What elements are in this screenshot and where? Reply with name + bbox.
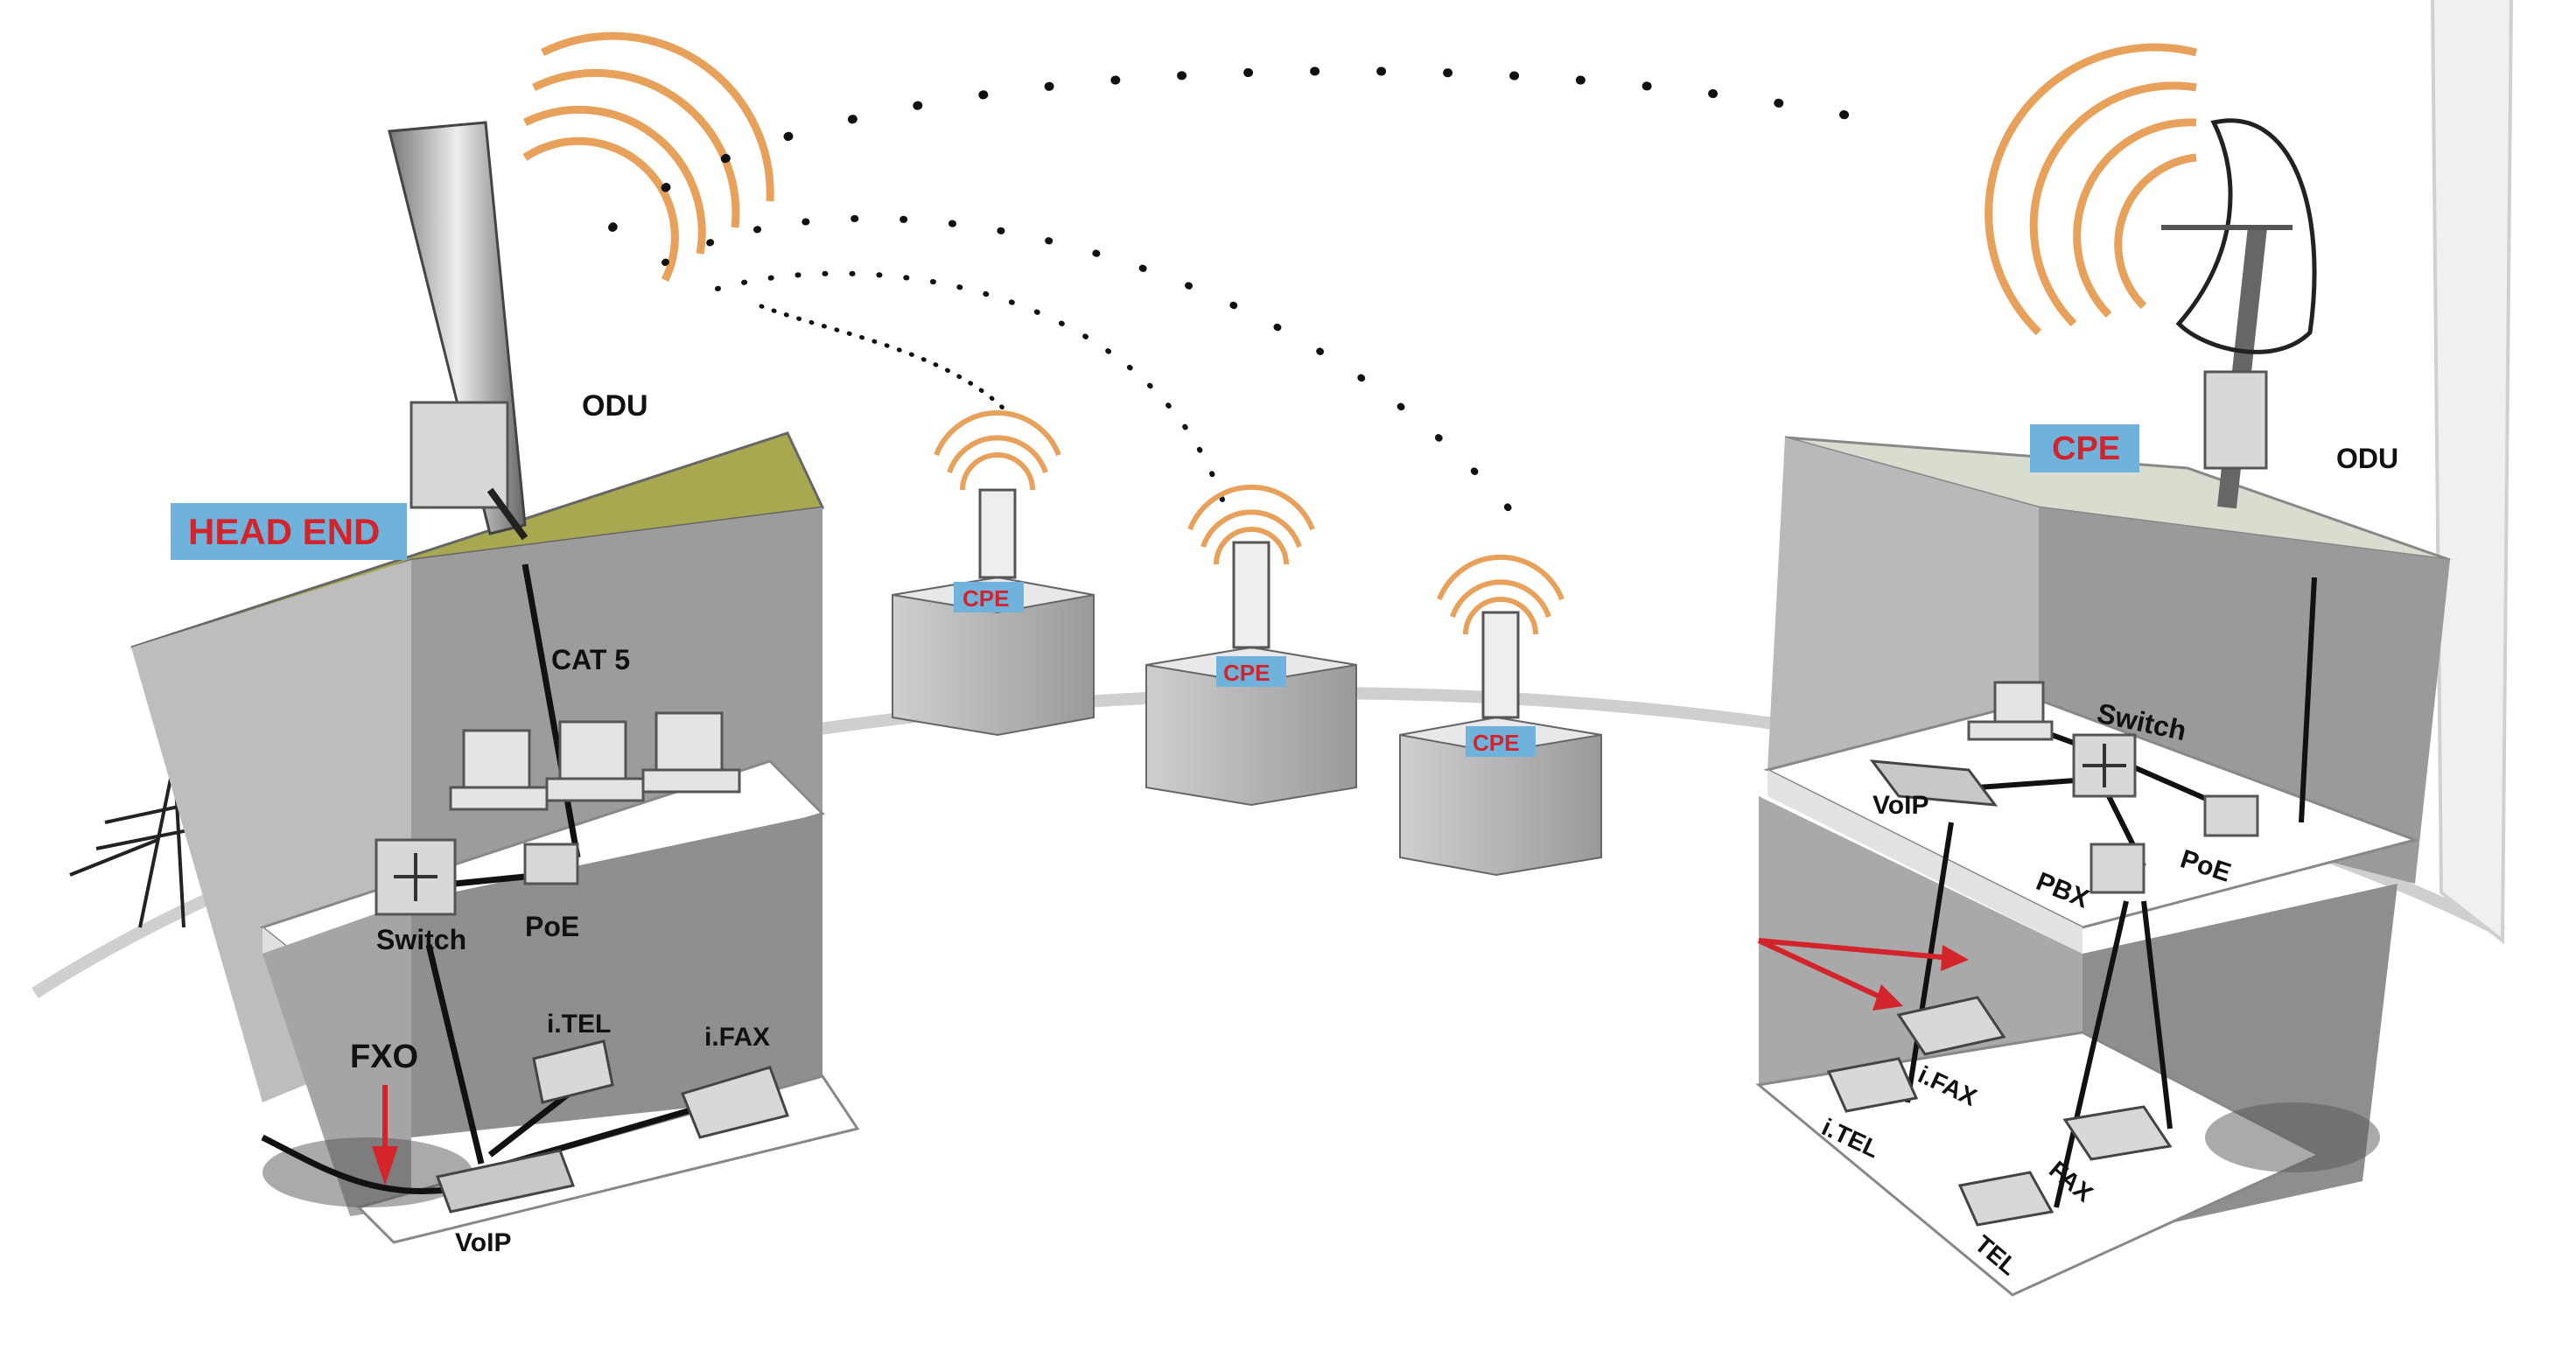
fax-icon-right-2 xyxy=(2062,1105,2173,1161)
odu-label-left: ODU xyxy=(582,389,648,423)
svg-text:CPE: CPE xyxy=(2052,430,2120,467)
right-wall-panel xyxy=(2431,0,2513,945)
red-arrows-right xyxy=(1757,938,1969,1011)
right-antenna xyxy=(2161,118,2317,509)
phone-icon-right-2 xyxy=(1957,1171,2054,1227)
itel-label-left: i.TEL xyxy=(547,1010,611,1039)
cat5-label: CAT 5 xyxy=(551,644,630,675)
right-building xyxy=(1755,436,2451,1297)
pbx-device xyxy=(2090,843,2146,894)
voip-device-right xyxy=(1869,759,1998,807)
fxo-label: FXO xyxy=(350,1039,418,1075)
fxo-arrow xyxy=(372,1085,398,1186)
poe-device-left xyxy=(523,843,579,885)
computer-right xyxy=(1967,681,2054,741)
right-signal-icon xyxy=(1984,43,2198,336)
wireless-links xyxy=(608,66,1886,528)
building-2: CPE xyxy=(1145,484,1357,807)
head-end-badge: HEAD END xyxy=(171,503,407,560)
fax-icon-left xyxy=(680,1066,789,1139)
computers-left xyxy=(449,711,741,811)
poe-label-left: PoE xyxy=(525,911,579,942)
ifax-label-left: i.FAX xyxy=(704,1023,770,1052)
poe-device-right xyxy=(2203,794,2259,837)
phone-icon-left xyxy=(532,1039,614,1104)
cpe-label-1: CPE xyxy=(962,585,1009,612)
building-1: CPE xyxy=(892,409,1095,737)
odu-label-right: ODU xyxy=(2336,443,2398,474)
switch-label-left: Switch xyxy=(376,924,466,955)
left-signal-icon xyxy=(522,31,774,282)
cpe-badge-right: CPE xyxy=(2030,424,2139,472)
building-3: CPE xyxy=(1399,554,1602,877)
svg-text:HEAD END: HEAD END xyxy=(188,511,380,552)
voip-label-right: VoIP xyxy=(1872,791,1928,820)
odu-box-right xyxy=(2203,370,2268,470)
switch-device-right xyxy=(2072,733,2137,798)
switch-device-left xyxy=(374,838,457,916)
voip-device-left xyxy=(435,1149,576,1214)
voip-label-left: VoIP xyxy=(455,1228,511,1257)
fax-icon-right-1 xyxy=(1896,996,2006,1056)
cpe-label-3: CPE xyxy=(1473,730,1519,756)
phone-icon-right-1 xyxy=(1826,1057,1919,1113)
cpe-label-2: CPE xyxy=(1223,660,1270,686)
left-antenna xyxy=(388,121,528,541)
